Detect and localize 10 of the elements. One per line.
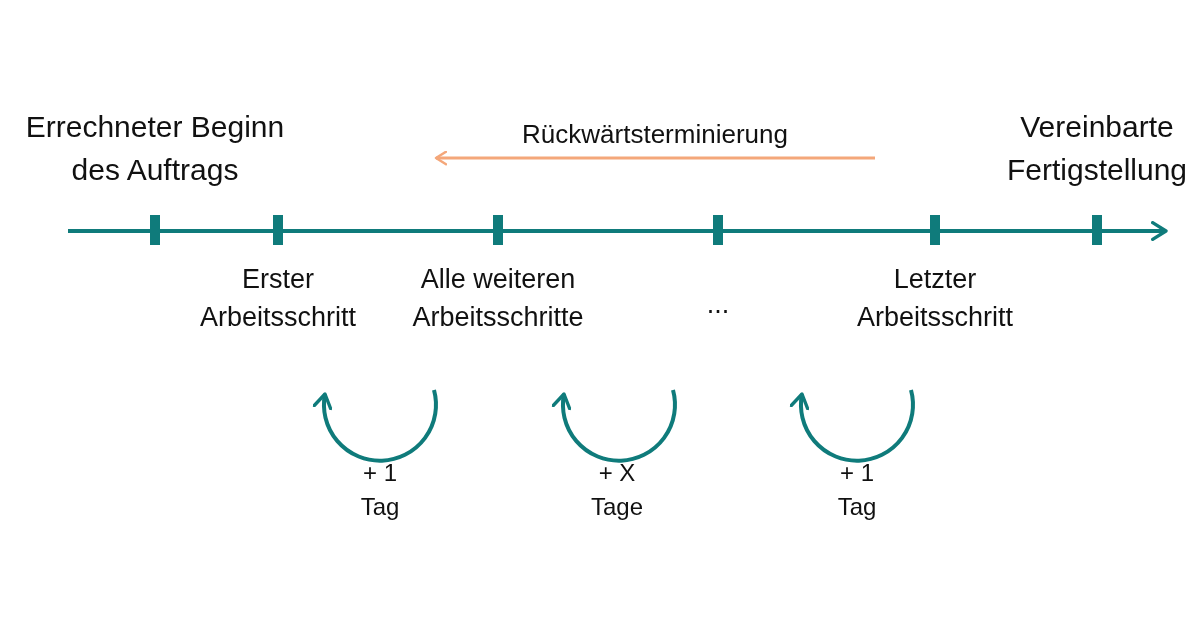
duration-label: + 1 Tag: [836, 458, 878, 523]
step-label: Letzter Arbeitsschritt: [855, 263, 1014, 335]
step-label: Erster Arbeitsschritt: [198, 263, 357, 335]
milestone-label: Vereinbarte Fertigstellung: [1005, 109, 1189, 188]
duration-label: + X Tage: [589, 458, 644, 523]
step-label: ...: [706, 288, 730, 321]
direction-label: Rückwärtsterminierung: [522, 118, 788, 151]
duration-label: + 1 Tag: [359, 458, 401, 523]
milestone-label: Errechneter Beginn des Auftrags: [24, 109, 286, 188]
step-label: Alle weiteren Arbeitsschritte: [411, 263, 585, 335]
